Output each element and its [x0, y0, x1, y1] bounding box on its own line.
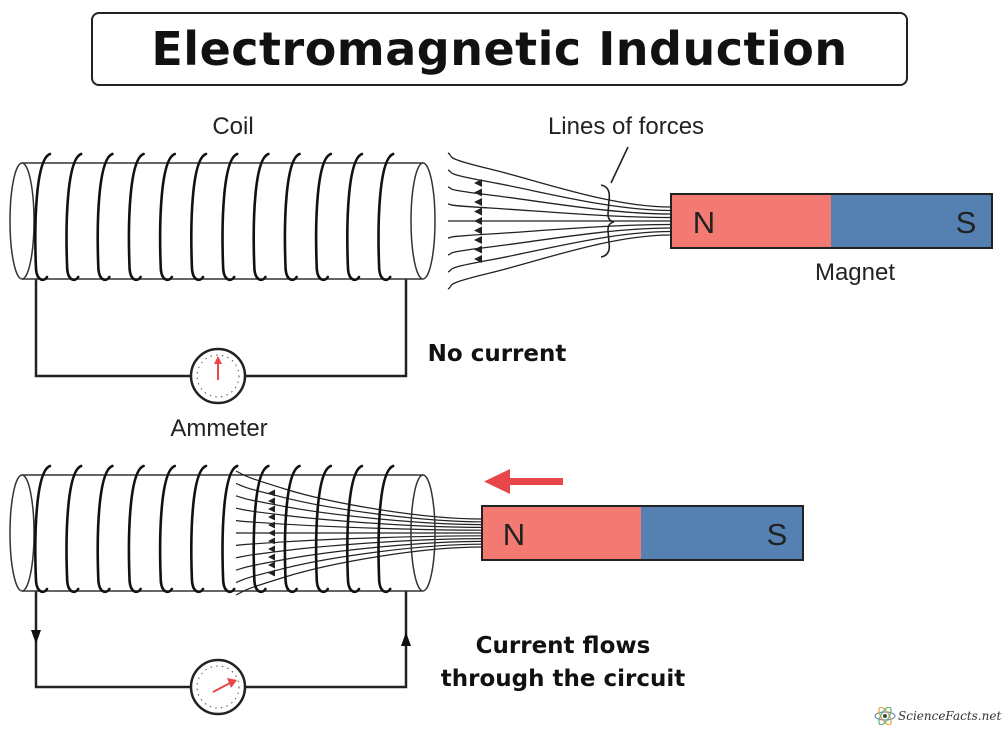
- field-arrow-icon: [268, 505, 275, 513]
- field-arrow-icon: [268, 545, 275, 553]
- coil-turn: [377, 152, 395, 282]
- field-arrow-icon: [474, 179, 482, 187]
- coil-turn: [377, 464, 395, 594]
- field-line: [235, 546, 483, 596]
- field-arrow-icon: [268, 569, 275, 577]
- leader-line: [610, 146, 629, 184]
- brand-logo: ScienceFacts.net: [874, 707, 1001, 725]
- coil-turn: [65, 152, 83, 282]
- coil-turn: [283, 152, 301, 282]
- south-pole-label: S: [767, 517, 788, 552]
- coil-turn: [346, 152, 364, 282]
- field-line: [447, 234, 672, 290]
- coil-turn: [158, 464, 177, 594]
- field-line: [235, 543, 483, 584]
- lines-of-force-inside-coil: [235, 470, 483, 596]
- top-magnet: N S: [670, 193, 993, 249]
- field-arrow-icon: [268, 553, 275, 561]
- field-brace: [600, 184, 615, 258]
- field-line: [235, 535, 483, 546]
- coil-turn: [34, 464, 52, 594]
- bottom-scene: N S Current flows through the circuit: [9, 464, 804, 716]
- field-arrow-icon: [268, 521, 275, 529]
- field-arrow-icon: [268, 513, 275, 521]
- coil-turn: [190, 464, 208, 594]
- field-line: [447, 152, 672, 208]
- south-pole-label: S: [956, 205, 977, 240]
- coil-turn: [314, 464, 333, 594]
- field-arrow-icon: [474, 236, 482, 244]
- coil-turn: [190, 152, 208, 282]
- current-arrow-up-icon: [401, 632, 411, 646]
- ammeter-deflected-icon: [189, 658, 247, 716]
- field-line: [235, 538, 483, 559]
- coil-turn: [221, 464, 239, 594]
- title-box: Electromagnetic Induction: [91, 12, 908, 86]
- brand-text: ScienceFacts.net: [898, 709, 1002, 723]
- lines-of-forces-label: Lines of forces: [548, 113, 704, 140]
- coil-turn: [314, 152, 333, 282]
- north-pole-label: N: [693, 205, 715, 240]
- motion-arrow-icon: [484, 469, 563, 494]
- field-arrow-icon: [474, 217, 482, 225]
- coil-turn: [127, 464, 145, 594]
- through-circuit-label: through the circuit: [441, 666, 685, 692]
- field-line: [235, 507, 483, 528]
- coil-turn: [221, 152, 239, 282]
- coil-turn: [96, 152, 114, 282]
- top-circuit-wire: [34, 279, 408, 378]
- field-arrow-icon: [474, 226, 482, 235]
- current-flows-label: Current flows: [476, 633, 651, 659]
- current-arrow-down-icon: [31, 630, 41, 644]
- field-arrow-icon: [474, 255, 482, 263]
- field-line: [447, 223, 672, 239]
- coil-turn: [96, 464, 114, 594]
- field-line: [447, 203, 672, 219]
- field-arrow-icon: [268, 529, 275, 537]
- field-arrow-icon: [268, 537, 275, 545]
- field-line: [447, 169, 672, 212]
- field-line: [235, 482, 483, 523]
- coil-turns: [34, 152, 395, 282]
- field-arrow-icon: [474, 207, 482, 216]
- coil-turn: [158, 152, 177, 282]
- north-pole-label: N: [503, 517, 525, 552]
- coil-turn: [34, 152, 52, 282]
- bottom-circuit-wire: [34, 591, 408, 689]
- field-arrow-icon: [268, 497, 275, 505]
- field-line: [235, 540, 483, 571]
- magnet-label: Magnet: [815, 259, 895, 286]
- field-line: [447, 230, 672, 273]
- field-line: [447, 186, 672, 215]
- page-title: Electromagnetic Induction: [151, 22, 848, 76]
- field-line: [235, 495, 483, 526]
- field-arrow-icon: [474, 198, 482, 206]
- coil-turn: [127, 152, 145, 282]
- coil-turn: [283, 464, 301, 594]
- coil-turn: [346, 464, 364, 594]
- field-line: [235, 520, 483, 531]
- no-current-label: No current: [428, 341, 567, 367]
- bottom-magnet: N S: [481, 505, 804, 561]
- coil-turns: [34, 464, 395, 594]
- top-coil: [9, 152, 436, 282]
- ammeter-label: Ammeter: [170, 415, 267, 442]
- field-line: [235, 470, 483, 520]
- field-arrow-icon: [474, 245, 482, 254]
- field-arrow-icon: [268, 561, 275, 569]
- lines-of-force: [447, 152, 672, 290]
- coil-turn: [252, 464, 270, 594]
- sciencefacts-logo-icon: [874, 707, 896, 725]
- top-scene: N S Coil Lines of forces Magnet No curre…: [9, 113, 993, 442]
- coil-turn: [65, 464, 83, 594]
- ammeter-icon: [189, 347, 247, 405]
- bottom-coil: [9, 464, 483, 596]
- coil-label: Coil: [212, 113, 253, 140]
- field-line: [447, 227, 672, 256]
- coil-turn: [252, 152, 270, 282]
- field-arrow-icon: [474, 188, 482, 197]
